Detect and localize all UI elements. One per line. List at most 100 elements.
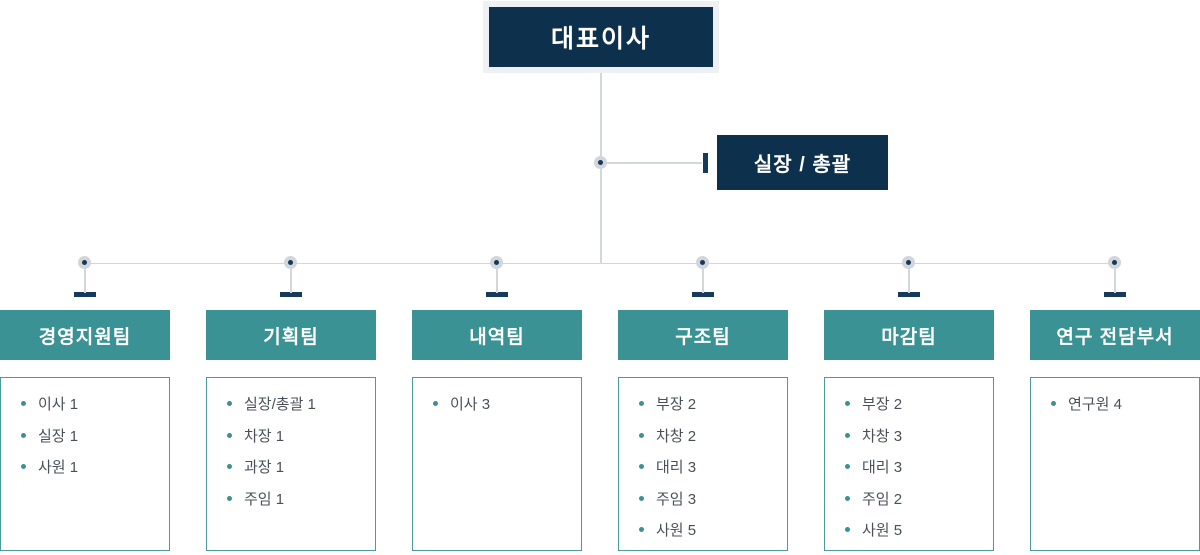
bullet-dot-icon	[639, 432, 644, 438]
bullet-dot-icon	[639, 527, 644, 533]
team-column-1: 경영지원팀 이사 1 실장 1 사원 1	[0, 0, 170, 555]
member-list: 실장/총괄 1 차장 1 과장 1 주임 1	[206, 377, 376, 551]
staff-label: 실장 / 총괄	[753, 154, 852, 176]
bullet-dot-icon	[639, 401, 644, 407]
member-list: 연구원 4	[1030, 377, 1200, 551]
team-header: 경영지원팀	[0, 310, 170, 360]
bullet-dot-icon	[227, 464, 232, 470]
ceo-node-frame: 대표이사	[483, 1, 719, 73]
connector-dash	[74, 292, 96, 297]
team-column-5: 마감팀 부장 2 차창 3 대리 3 주임 2 사원 5	[824, 0, 994, 555]
staff-node-box: 실장 / 총괄	[717, 135, 888, 190]
team-header: 구조팀	[618, 310, 788, 360]
member-label: 대리 3	[862, 459, 903, 477]
member-item: 부장 2	[845, 388, 987, 420]
team-column-6: 연구 전담부서 연구원 4	[1030, 0, 1200, 555]
connector-dash	[280, 292, 302, 297]
member-label: 이사 3	[450, 396, 491, 414]
bullet-dot-icon	[227, 432, 232, 438]
member-item: 사원 5	[845, 514, 987, 546]
connector-stub-line	[290, 263, 292, 293]
team-name: 마감팀	[881, 326, 937, 348]
member-label: 차장 1	[244, 427, 285, 445]
member-label: 연구원 4	[1068, 396, 1122, 414]
bullet-dot-icon	[639, 495, 644, 501]
member-label: 사원 5	[862, 522, 903, 540]
bullet-dot-icon	[227, 495, 232, 501]
connector-node-icon	[78, 256, 91, 269]
team-name: 내역팀	[469, 326, 525, 348]
member-label: 실장/총괄 1	[244, 396, 316, 414]
member-item: 차창 2	[639, 420, 781, 452]
bullet-dot-icon	[433, 401, 438, 407]
team-name: 경영지원팀	[38, 326, 132, 348]
connector-stub-line	[1114, 263, 1116, 293]
member-label: 주임 2	[862, 490, 903, 508]
connector-node-icon	[1108, 256, 1121, 269]
member-item: 대리 3	[639, 451, 781, 483]
member-item: 연구원 4	[1051, 388, 1193, 420]
staff-connector-line	[601, 162, 702, 164]
member-item: 실장/총괄 1	[227, 388, 369, 420]
connector-dash	[898, 292, 920, 297]
connector-dash	[692, 292, 714, 297]
bullet-dot-icon	[845, 432, 850, 438]
connector-stub-line	[702, 263, 704, 293]
member-label: 사원 5	[656, 522, 697, 540]
bullet-dot-icon	[21, 464, 26, 470]
bullet-dot-icon	[639, 464, 644, 470]
member-label: 실장 1	[38, 427, 79, 445]
member-list: 부장 2 차창 3 대리 3 주임 2 사원 5	[824, 377, 994, 551]
member-item: 이사 3	[433, 388, 575, 420]
member-item: 차장 1	[227, 420, 369, 452]
member-item: 주임 1	[227, 483, 369, 515]
ceo-node: 대표이사	[489, 7, 713, 67]
connector-node-icon	[284, 256, 297, 269]
bullet-dot-icon	[845, 527, 850, 533]
member-list: 이사 3	[412, 377, 582, 551]
member-item: 주임 3	[639, 483, 781, 515]
member-label: 부장 2	[862, 396, 903, 414]
rail-line	[85, 262, 1115, 264]
member-label: 대리 3	[656, 459, 697, 477]
team-name: 기획팀	[263, 326, 319, 348]
team-column-3: 내역팀 이사 3	[412, 0, 582, 555]
member-label: 주임 3	[656, 490, 697, 508]
connector-dash	[1104, 292, 1126, 297]
member-label: 부장 2	[656, 396, 697, 414]
member-label: 과장 1	[244, 459, 285, 477]
bullet-dot-icon	[845, 401, 850, 407]
staff-connector-tick	[703, 153, 708, 173]
bullet-dot-icon	[21, 401, 26, 407]
team-header: 기획팀	[206, 310, 376, 360]
connector-stub-line	[908, 263, 910, 293]
connector-node-icon	[490, 256, 503, 269]
connector-stub-line	[84, 263, 86, 293]
member-list: 부장 2 차창 2 대리 3 주임 3 사원 5	[618, 377, 788, 551]
member-item: 주임 2	[845, 483, 987, 515]
member-item: 차창 3	[845, 420, 987, 452]
ceo-label: 대표이사	[550, 25, 651, 53]
bullet-dot-icon	[227, 401, 232, 407]
member-item: 사원 5	[639, 514, 781, 546]
member-item: 부장 2	[639, 388, 781, 420]
team-column-4: 구조팀 부장 2 차창 2 대리 3 주임 3 사원 5	[618, 0, 788, 555]
team-column-2: 기획팀 실장/총괄 1 차장 1 과장 1 주임 1	[206, 0, 376, 555]
member-label: 차창 2	[656, 427, 697, 445]
member-item: 과장 1	[227, 451, 369, 483]
team-name: 구조팀	[675, 326, 731, 348]
bullet-dot-icon	[845, 464, 850, 470]
member-label: 주임 1	[244, 490, 285, 508]
connector-node-icon	[696, 256, 709, 269]
team-header: 마감팀	[824, 310, 994, 360]
bullet-dot-icon	[21, 432, 26, 438]
member-item: 실장 1	[21, 420, 163, 452]
member-item: 사원 1	[21, 451, 163, 483]
connector-node-icon	[902, 256, 915, 269]
bullet-dot-icon	[1051, 401, 1056, 407]
member-label: 차창 3	[862, 427, 903, 445]
member-item: 이사 1	[21, 388, 163, 420]
member-list: 이사 1 실장 1 사원 1	[0, 377, 170, 551]
connector-dash	[486, 292, 508, 297]
